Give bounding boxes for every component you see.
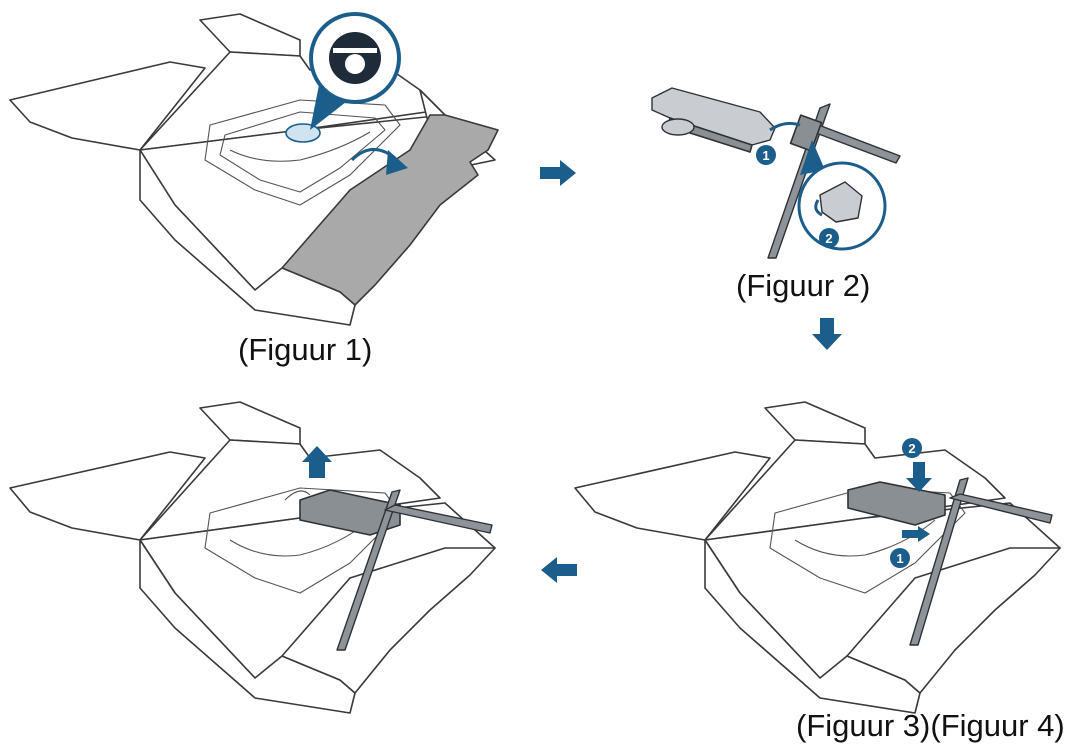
rotate-arrow-icon <box>350 148 408 175</box>
svg-text:2: 2 <box>825 231 832 246</box>
caption-figure-1: (Figuur 1) <box>238 332 373 367</box>
figure-1-open-box <box>9 12 499 326</box>
figure-4-insert-stand: 2 1 <box>574 401 1061 714</box>
gray-flap <box>281 114 499 306</box>
arrow-up-icon <box>302 446 332 478</box>
figure-2-attach-stand: 1 2 <box>651 87 901 259</box>
arrow-down-icon <box>812 318 842 350</box>
magnifier-callout-icon <box>309 12 401 130</box>
step-marker-2: 2 <box>902 438 922 458</box>
svg-text:1: 1 <box>896 551 903 566</box>
arrow-right-icon <box>540 160 576 186</box>
caption-figure-3-4: (Figuur 3)(Figuur 4) <box>796 708 1065 743</box>
figure-3-box-with-stand <box>9 401 496 714</box>
step-marker-1: 1 <box>890 548 910 568</box>
arrow-left-icon <box>541 557 577 583</box>
step-marker-2: 2 <box>819 228 839 248</box>
caption-figure-2: (Figuur 2) <box>736 268 871 303</box>
svg-text:1: 1 <box>762 148 769 163</box>
step-marker-1: 1 <box>756 145 776 165</box>
svg-text:2: 2 <box>908 441 915 456</box>
